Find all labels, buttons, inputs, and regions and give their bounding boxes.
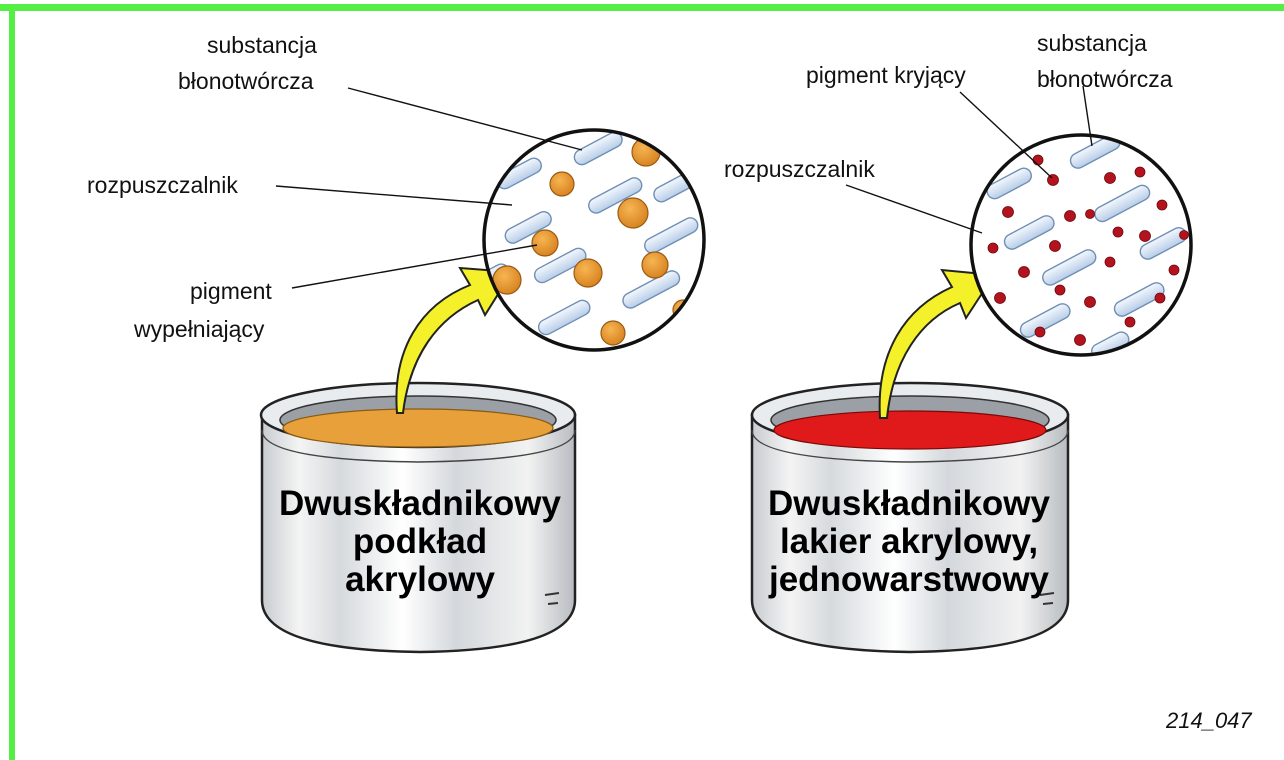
right-binder-label-line1: substancja: [1037, 32, 1147, 55]
right-can-title-line3: jednowarstwowy: [748, 561, 1070, 599]
right-solvent-label: rozpuszczalnik: [724, 158, 875, 181]
figure-code: 214_047: [1166, 708, 1252, 734]
left-binder-label-line1: substancja: [207, 34, 317, 57]
left-solvent-label: rozpuszczalnik: [87, 174, 238, 197]
right-pigment-label: pigment kryjący: [806, 64, 966, 87]
left-magnifier: [469, 130, 704, 350]
left-pigment-label-line1: pigment: [190, 280, 272, 303]
right-can-title: Dwuskładnikowy lakier akrylowy, jednowar…: [748, 485, 1070, 598]
right-binder-label-line2: błonotwórcza: [1037, 68, 1173, 91]
left-paint-surface: [283, 409, 553, 447]
right-can-title-line2: lakier akrylowy,: [748, 523, 1070, 561]
right-can-title-line1: Dwuskładnikowy: [748, 485, 1070, 523]
left-can-title: Dwuskładnikowy podkład akrylowy: [262, 485, 578, 598]
left-can-title-line1: Dwuskładnikowy: [262, 485, 578, 523]
left-can-title-line3: akrylowy: [262, 561, 578, 599]
left-can-title-line2: podkład: [262, 523, 578, 561]
left-binder-label-line2: błonotwórcza: [178, 70, 314, 93]
left-pigment-label-line2: wypełniający: [134, 318, 264, 341]
right-magnifier: [971, 132, 1191, 361]
right-paint-surface: [774, 411, 1046, 449]
